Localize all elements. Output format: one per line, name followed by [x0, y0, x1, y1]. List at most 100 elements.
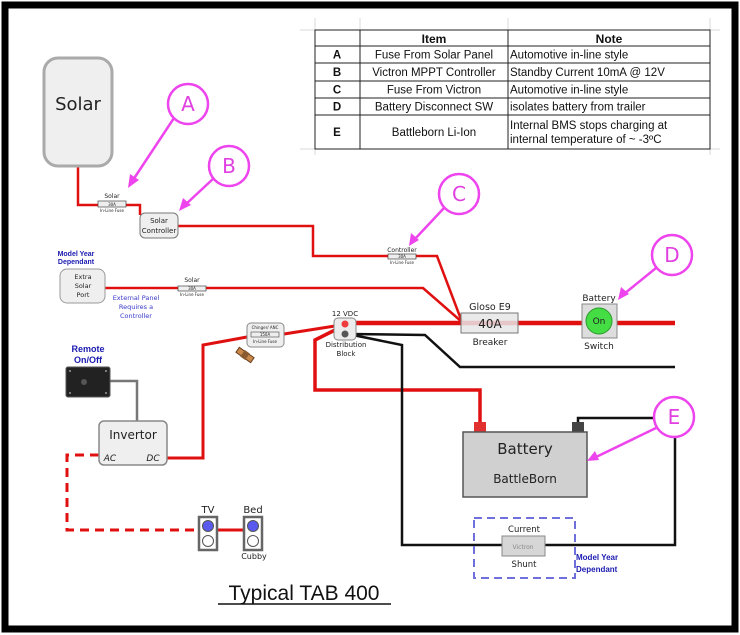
- callout-c: [437, 172, 481, 216]
- negative-terminal-icon: [341, 330, 349, 338]
- wire-controller: [178, 224, 464, 323]
- callouts: [131, 117, 657, 460]
- breaker-rating: 40A: [478, 317, 502, 331]
- table-row-item: Fuse From Victron: [387, 85, 481, 97]
- outlet-cubby-label: Cubby: [241, 552, 267, 561]
- callout-e-label: E: [668, 405, 681, 429]
- breaker: [460, 312, 519, 334]
- table-row-key: E: [333, 127, 341, 139]
- callout-b-label: B: [222, 154, 236, 178]
- outlet-bed-bottom-icon: [247, 535, 259, 547]
- wire-battery-positive: [313, 328, 482, 424]
- battery: [462, 431, 588, 498]
- table-row-key: C: [333, 85, 341, 97]
- battery-brand: BattleBorn: [493, 472, 557, 486]
- extra-solar-port-label-2: Solar: [75, 282, 92, 290]
- fuse-inverter-type: In-Line Fuse: [253, 339, 277, 344]
- wire-remote: [110, 379, 139, 421]
- remote-panel-icon: [65, 366, 111, 398]
- positive-terminal-icon: [341, 320, 349, 328]
- fuse-inverter-name: Chinger/ ANC: [252, 325, 279, 330]
- table-row-key: A: [333, 50, 341, 62]
- callout-b-arrow: [184, 177, 215, 206]
- shunt-top-label: Current: [508, 525, 541, 535]
- fuse-controller-rating: 30A: [398, 254, 406, 259]
- distribution-label-1: Distribution: [326, 341, 367, 349]
- extra-solar-port-label-3: Port: [77, 291, 90, 299]
- table-row-note: internal temperature of ~ -3ºC: [510, 134, 662, 146]
- wire-extra-solar: [105, 286, 463, 323]
- table-header-note: Note: [596, 32, 623, 46]
- callout-a-arrow: [131, 117, 176, 181]
- solar-panel-label: Solar: [55, 94, 101, 115]
- table-row-note: Standby Current 10mA @ 12V: [510, 67, 665, 79]
- fuse-extra-rating: 30A: [188, 286, 196, 291]
- battery-switch-indicator: [585, 307, 613, 335]
- fuse-solar: Solar 30A In-Line Fuse: [97, 193, 127, 213]
- external-note-3: Controller: [120, 312, 152, 320]
- distribution-block: [333, 317, 357, 341]
- table-row-note: Automotive in-line style: [510, 50, 628, 62]
- fuse-extra-name: Solar: [184, 277, 200, 284]
- table-row-item: Victron MPPT Controller: [372, 67, 496, 79]
- breaker-model: Gloso E9: [469, 302, 511, 313]
- model-year-note-2-line1: Model Year: [576, 553, 618, 562]
- wire-inverter-ac: [65, 453, 198, 532]
- distribution-voltage: 12 VDC: [332, 310, 358, 318]
- distribution-label-2: Block: [337, 350, 357, 358]
- shunt-bottom-label: Shunt: [512, 560, 538, 570]
- external-note-2: Requires a: [119, 303, 153, 311]
- callout-arrowheads: [128, 174, 629, 461]
- external-note-1: External Panel: [113, 294, 160, 302]
- callout-b: [207, 144, 251, 188]
- table-row-item: Battleborn Li-Ion: [392, 127, 476, 139]
- solar-panel: [42, 56, 114, 168]
- callout-d: [650, 233, 694, 277]
- fuse-solar-type: In-Line Fuse: [100, 208, 124, 213]
- fuse-extra-solar: Solar 30A In-Line Fuse: [177, 277, 207, 297]
- callout-a: [166, 82, 210, 126]
- fuse-inverter: Chinger/ ANC 150A In-Line Fuse: [246, 322, 285, 348]
- remote-label-2: On/Off: [74, 355, 103, 365]
- callout-e-arrow: [593, 426, 657, 460]
- battery-switch-bottom-label: Switch: [584, 342, 614, 352]
- callout-c-arrow: [413, 207, 445, 241]
- callout-d-arrow: [623, 267, 657, 295]
- table-row-item: Battery Disconnect SW: [375, 102, 493, 114]
- inverter-dc-label: DC: [146, 454, 160, 464]
- anl-fuse-icon: [235, 346, 255, 364]
- table-row-note: isolates battery from trailer: [510, 102, 646, 114]
- battery-negative-terminal: [572, 422, 584, 432]
- table-row-key: B: [333, 67, 341, 79]
- outlet-tv-bottom-icon: [202, 535, 214, 547]
- callout-e: [652, 395, 696, 439]
- callout-d-label: D: [664, 243, 679, 267]
- arrowhead-a-icon: [128, 174, 139, 188]
- outlet-tv-label: TV: [201, 505, 215, 516]
- fuse-controller-type: In-Line Fuse: [390, 260, 414, 265]
- outlet-bed-label: Bed: [243, 505, 262, 516]
- battery-switch-top-label: Battery: [582, 294, 616, 304]
- solar-controller-label-2: Controller: [142, 227, 177, 235]
- outlet-tv-top-icon: [202, 520, 214, 532]
- fuse-controller-name: Controller: [387, 247, 417, 254]
- solar-controller-label-1: Solar: [150, 217, 168, 225]
- battery-positive-terminal: [474, 422, 486, 432]
- callout-c-label: C: [452, 182, 466, 206]
- table-header-item: Item: [422, 32, 447, 46]
- table-row-note: Automotive in-line style: [510, 85, 628, 97]
- model-year-note-1-line2: Dependant: [58, 259, 95, 266]
- extra-solar-port-label-1: Extra: [74, 273, 91, 281]
- model-year-note-2-line2: Dependant: [576, 565, 618, 574]
- inverter-label: Invertor: [109, 428, 157, 442]
- arrowhead-c-icon: [409, 233, 419, 246]
- outlet-bed-top-icon: [247, 520, 259, 532]
- wire-to-inverter-fuse: [283, 324, 336, 336]
- inverter-ac-label: AC: [103, 454, 117, 464]
- battery-label: Battery: [497, 440, 553, 458]
- wire-negative-shunt: [347, 332, 502, 547]
- wires: [65, 166, 677, 547]
- fuse-solar-name: Solar: [104, 193, 120, 200]
- fuse-solar-rating: 30A: [108, 202, 116, 207]
